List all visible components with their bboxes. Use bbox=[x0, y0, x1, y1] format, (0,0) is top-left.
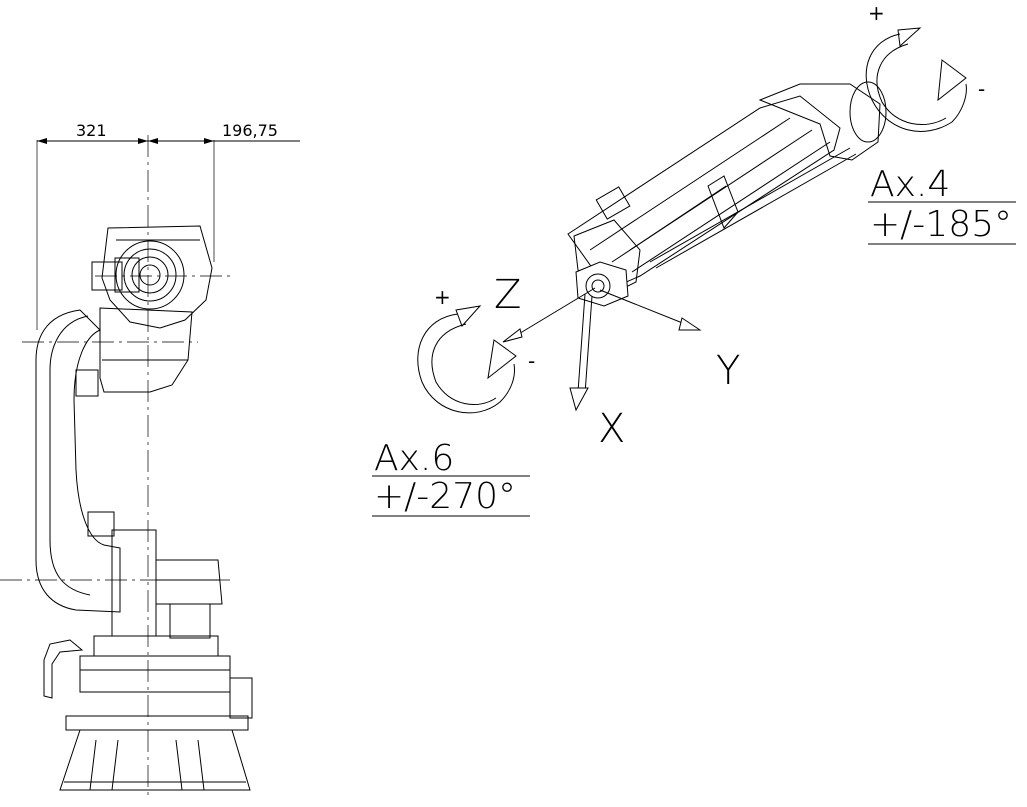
dimension-321: 321 bbox=[76, 121, 107, 140]
ax4-rotation-arrow bbox=[865, 27, 967, 132]
z-axis-arrow bbox=[511, 287, 596, 339]
ax6-name: Ax.6 bbox=[374, 438, 454, 479]
axis-label-y: Y bbox=[716, 348, 740, 394]
ax4-minus-sign: - bbox=[978, 77, 985, 101]
coordinate-axes bbox=[502, 287, 702, 412]
ax6-rotation-arrow bbox=[417, 305, 517, 414]
y-axis-arrow bbox=[599, 289, 691, 327]
dimension-196-75: 196,75 bbox=[222, 121, 278, 140]
robot-arm-isometric bbox=[567, 81, 887, 307]
axis-label-x: X bbox=[598, 406, 625, 452]
ax6-plus-sign: + bbox=[434, 285, 451, 309]
ax4-range: +/-185° bbox=[870, 204, 1012, 245]
ax4-label: Ax.4 +/-185° bbox=[868, 164, 1016, 245]
ax6-minus-sign: - bbox=[528, 349, 535, 373]
ax6-label: Ax.6 +/-270° bbox=[372, 438, 530, 517]
robot-side-view bbox=[0, 135, 300, 800]
ax4-plus-sign: + bbox=[868, 1, 885, 25]
x-axis-arrow bbox=[577, 293, 586, 393]
dimension-line bbox=[36, 138, 300, 330]
axis-label-z: Z bbox=[494, 272, 521, 318]
ax4-name: Ax.4 bbox=[870, 164, 950, 205]
ax6-range: +/-270° bbox=[374, 476, 516, 517]
